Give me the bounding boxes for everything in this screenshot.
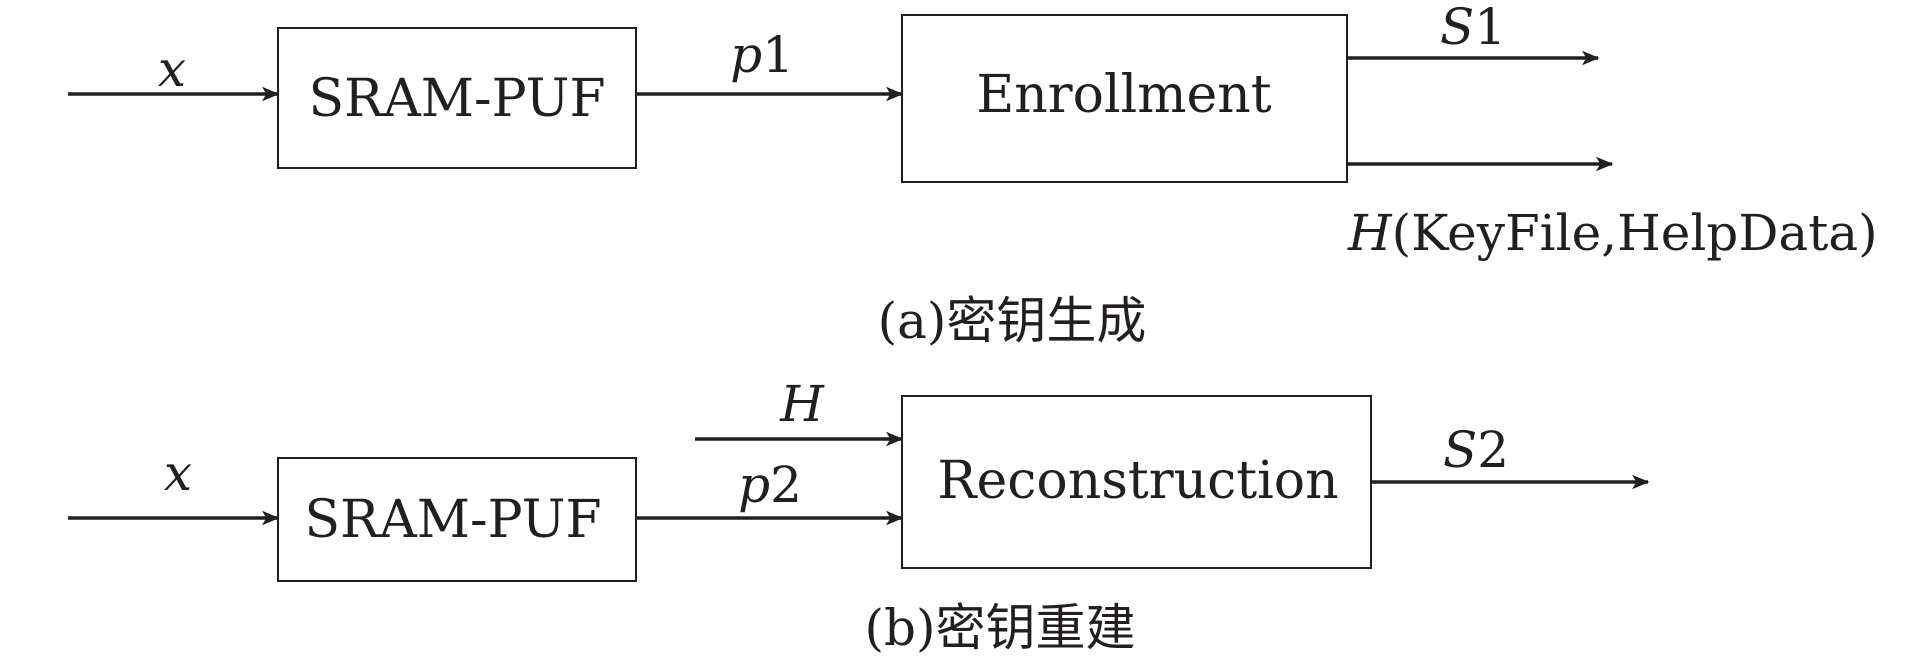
enrollment-box bbox=[901, 14, 1348, 183]
diagram-b-key-reconstruction: x SRAM-PUF H p2 Reconstruction S2 (b)密钥重… bbox=[68, 375, 1650, 657]
sram-puf-label-b: SRAM-PUF bbox=[304, 490, 601, 550]
sram-puf-box-a bbox=[277, 27, 637, 169]
s2-label: S2 bbox=[1443, 421, 1509, 479]
reconstruction-box bbox=[901, 395, 1372, 569]
s2-index: 2 bbox=[1477, 421, 1509, 479]
p2-index: 2 bbox=[770, 456, 802, 514]
p2-var: p bbox=[738, 456, 770, 514]
s2-var: S bbox=[1443, 421, 1477, 479]
diagram-a-key-generation: x SRAM-PUF p1 Enrollment S1 H(KeyFile,He… bbox=[68, 0, 1878, 350]
helper-args: (KeyFile,HelpData) bbox=[1392, 204, 1878, 262]
s1-label: S1 bbox=[1440, 0, 1506, 56]
caption-a: (a)密钥生成 bbox=[878, 292, 1147, 350]
s1-var: S bbox=[1440, 0, 1474, 56]
p1-index: 1 bbox=[762, 26, 794, 84]
helper-data-label: H(KeyFile,HelpData) bbox=[1347, 204, 1878, 262]
p2-label: p2 bbox=[738, 456, 802, 514]
reconstruction-label: Reconstruction bbox=[937, 451, 1338, 511]
sram-puf-box-b bbox=[277, 457, 637, 582]
helper-func: H bbox=[1347, 204, 1393, 262]
caption-b: (b)密钥重建 bbox=[864, 599, 1135, 657]
p1-label: p1 bbox=[730, 26, 794, 84]
helper-h-label: H bbox=[779, 375, 825, 433]
enrollment-label: Enrollment bbox=[976, 65, 1271, 125]
sram-puf-label-a: SRAM-PUF bbox=[308, 69, 605, 129]
input-x-label-b: x bbox=[164, 444, 192, 502]
s1-index: 1 bbox=[1474, 0, 1506, 56]
p1-var: p bbox=[730, 26, 762, 84]
input-x-label-a: x bbox=[158, 40, 186, 98]
